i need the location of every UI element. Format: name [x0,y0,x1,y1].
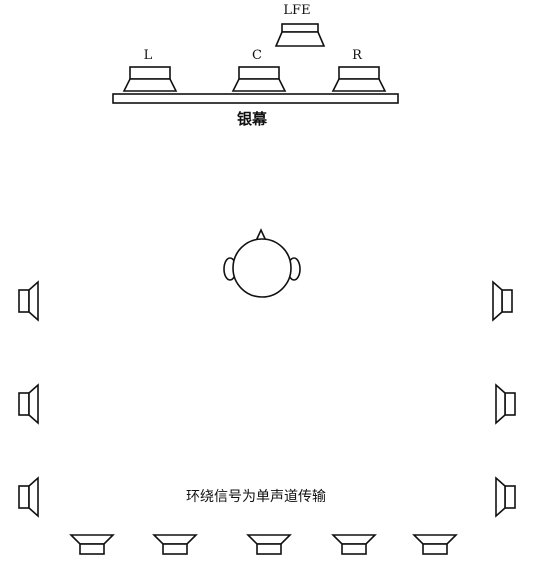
surround-left-speakers [18,280,39,518]
surround-left-speaker [18,476,39,518]
surround-rear-speaker [412,534,458,555]
speaker-center-cone [231,78,287,92]
speaker-left-magnet [129,66,171,80]
surround-rear-speaker [152,534,198,555]
screen-label: 银幕 [237,110,268,128]
screen-bar [112,93,399,104]
speaker-left: L [122,48,178,92]
speaker-center: C [231,48,287,92]
speaker-left-cone [122,78,178,92]
surround-rear-speaker [69,534,115,555]
surround-left-speaker [18,280,39,322]
surround-right-speakers [492,280,516,518]
speaker-lfe-label: LFE [283,3,310,18]
surround-right-speaker [492,280,513,322]
speaker-right-magnet [338,66,380,80]
surround-rear-speakers [69,534,458,555]
speaker-lfe-cone [274,31,326,47]
speaker-center-label: C [252,48,262,63]
speaker-lfe-magnet [281,23,319,33]
speaker-right: R [331,48,387,92]
speaker-center-magnet [238,66,280,80]
listener-face [232,238,292,298]
surround-right-speaker [495,476,516,518]
speaker-right-label: R [352,48,363,63]
speaker-left-label: L [144,48,153,63]
surround-right-speaker [495,383,516,425]
surround-rear-speaker [246,534,292,555]
surround-note: 环绕信号为单声道传输 [186,489,326,505]
speaker-right-cone [331,78,387,92]
listener-head [223,228,301,298]
surround-left-speaker [18,383,39,425]
surround-rear-speaker [331,534,377,555]
speaker-lfe: LFE [274,3,326,47]
